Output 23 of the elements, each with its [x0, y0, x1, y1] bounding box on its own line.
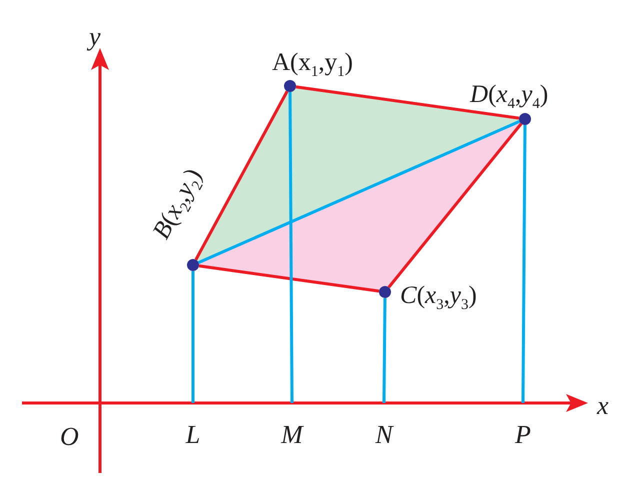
point-label: C(x$_{3}$,y$_{3}$)	[400, 283, 477, 313]
line-segment	[382, 298, 386, 404]
axis-label: y	[89, 24, 101, 50]
point-dot	[379, 286, 391, 298]
line-segment	[522, 124, 526, 404]
point-label: P	[515, 422, 531, 448]
line-segment	[288, 92, 294, 403]
point-dot	[519, 113, 531, 125]
axis-label: O	[60, 424, 79, 450]
line-segment	[198, 120, 520, 264]
point-dot	[187, 259, 199, 271]
polygon-side	[194, 90, 288, 260]
point-label: N	[375, 422, 393, 448]
line-segment	[192, 271, 194, 403]
polygon-side	[296, 85, 520, 120]
point-dot	[284, 80, 296, 92]
point-label: A(x$_{1}$,y$_{1}$)	[272, 50, 353, 80]
point-label: D(x$_{4}$,y$_{4}$)	[470, 82, 548, 112]
polygon-side	[198, 264, 380, 293]
axis-label: x	[597, 393, 609, 419]
point-label: M	[281, 422, 303, 448]
polygon-side	[388, 122, 522, 288]
point-label: L	[186, 422, 200, 448]
